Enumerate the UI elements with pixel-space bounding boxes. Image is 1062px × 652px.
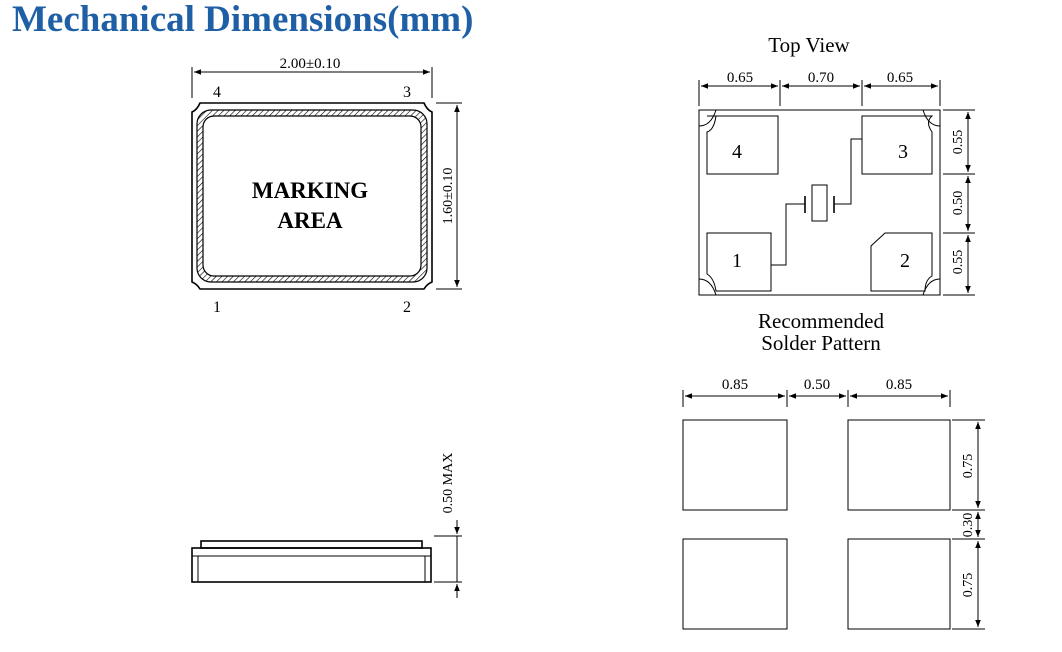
top-view-heading: Top View xyxy=(768,33,850,57)
sp-width-label-1: 0.85 xyxy=(722,377,748,393)
solder-pattern: Recommended Solder Pattern 0.85 0.50 0.8… xyxy=(682,309,985,630)
sp-height-label-3: 0.75 xyxy=(961,573,976,598)
width-dim-label: 2.00±0.10 xyxy=(280,56,341,72)
marking-text-line2: AREA xyxy=(277,208,343,233)
pin-label-3: 3 xyxy=(403,84,411,101)
tv-body xyxy=(698,109,941,296)
tv-trace-right xyxy=(834,138,862,205)
tv-corner-tr xyxy=(922,109,941,127)
tv-width-label-2: 0.70 xyxy=(808,70,834,86)
sp-height-label-2: 0.30 xyxy=(961,513,976,538)
pin-label-2: 2 xyxy=(403,299,411,316)
tv-trace-left xyxy=(771,203,805,266)
top-view: Top View 0.65 0.70 0.65 4 xyxy=(698,33,975,296)
tv-height-label-3: 0.55 xyxy=(951,250,966,275)
page-title: Mechanical Dimensions(mm) xyxy=(12,0,474,40)
sp-pad-top-right xyxy=(847,419,951,511)
tv-width-label-1: 0.65 xyxy=(727,70,753,86)
tv-pad-1 xyxy=(706,232,772,292)
tv-pad-3 xyxy=(861,115,934,175)
pin-label-1: 1 xyxy=(213,299,221,316)
solder-heading-line2: Solder Pattern xyxy=(761,331,881,355)
side-height-label: 0.50 MAX xyxy=(441,453,456,514)
side-view-lid xyxy=(200,540,423,549)
tv-height-label-2: 0.50 xyxy=(951,191,966,216)
sp-height-label-1: 0.75 xyxy=(961,454,976,479)
tv-height-label-1: 0.55 xyxy=(951,130,966,155)
tv-corner-tl xyxy=(698,109,717,127)
tv-width-label-3: 0.65 xyxy=(887,70,913,86)
solder-heading-line1: Recommended xyxy=(758,309,884,333)
sp-width-label-3: 0.85 xyxy=(886,377,912,393)
side-view-body xyxy=(191,547,432,583)
tv-pad-label-1: 1 xyxy=(732,250,742,272)
package-top-view: 2.00±0.10 4 3 1 2 MARKING AREA 1.60±0.10 xyxy=(191,56,462,316)
sp-pad-top-left xyxy=(682,419,788,511)
sp-pad-bottom-left xyxy=(682,538,788,630)
side-view: 0.50 MAX xyxy=(191,453,462,598)
tv-pad-4 xyxy=(706,115,779,175)
height-dim-label: 1.60±0.10 xyxy=(441,168,456,225)
package-body xyxy=(191,102,433,290)
tv-pad-2 xyxy=(870,232,933,292)
tv-crystal-body xyxy=(811,184,828,222)
marking-area xyxy=(202,115,422,277)
tv-corner-bl xyxy=(698,278,717,296)
marking-text-line1: MARKING xyxy=(252,178,368,203)
pin-label-4: 4 xyxy=(213,84,221,101)
tv-corner-br xyxy=(922,278,941,296)
sp-width-label-2: 0.50 xyxy=(804,377,830,393)
tv-pad-label-4: 4 xyxy=(732,141,742,163)
sp-pad-bottom-right xyxy=(847,538,951,630)
tv-pad-label-2: 2 xyxy=(900,250,910,272)
tv-pad-label-3: 3 xyxy=(898,141,908,163)
